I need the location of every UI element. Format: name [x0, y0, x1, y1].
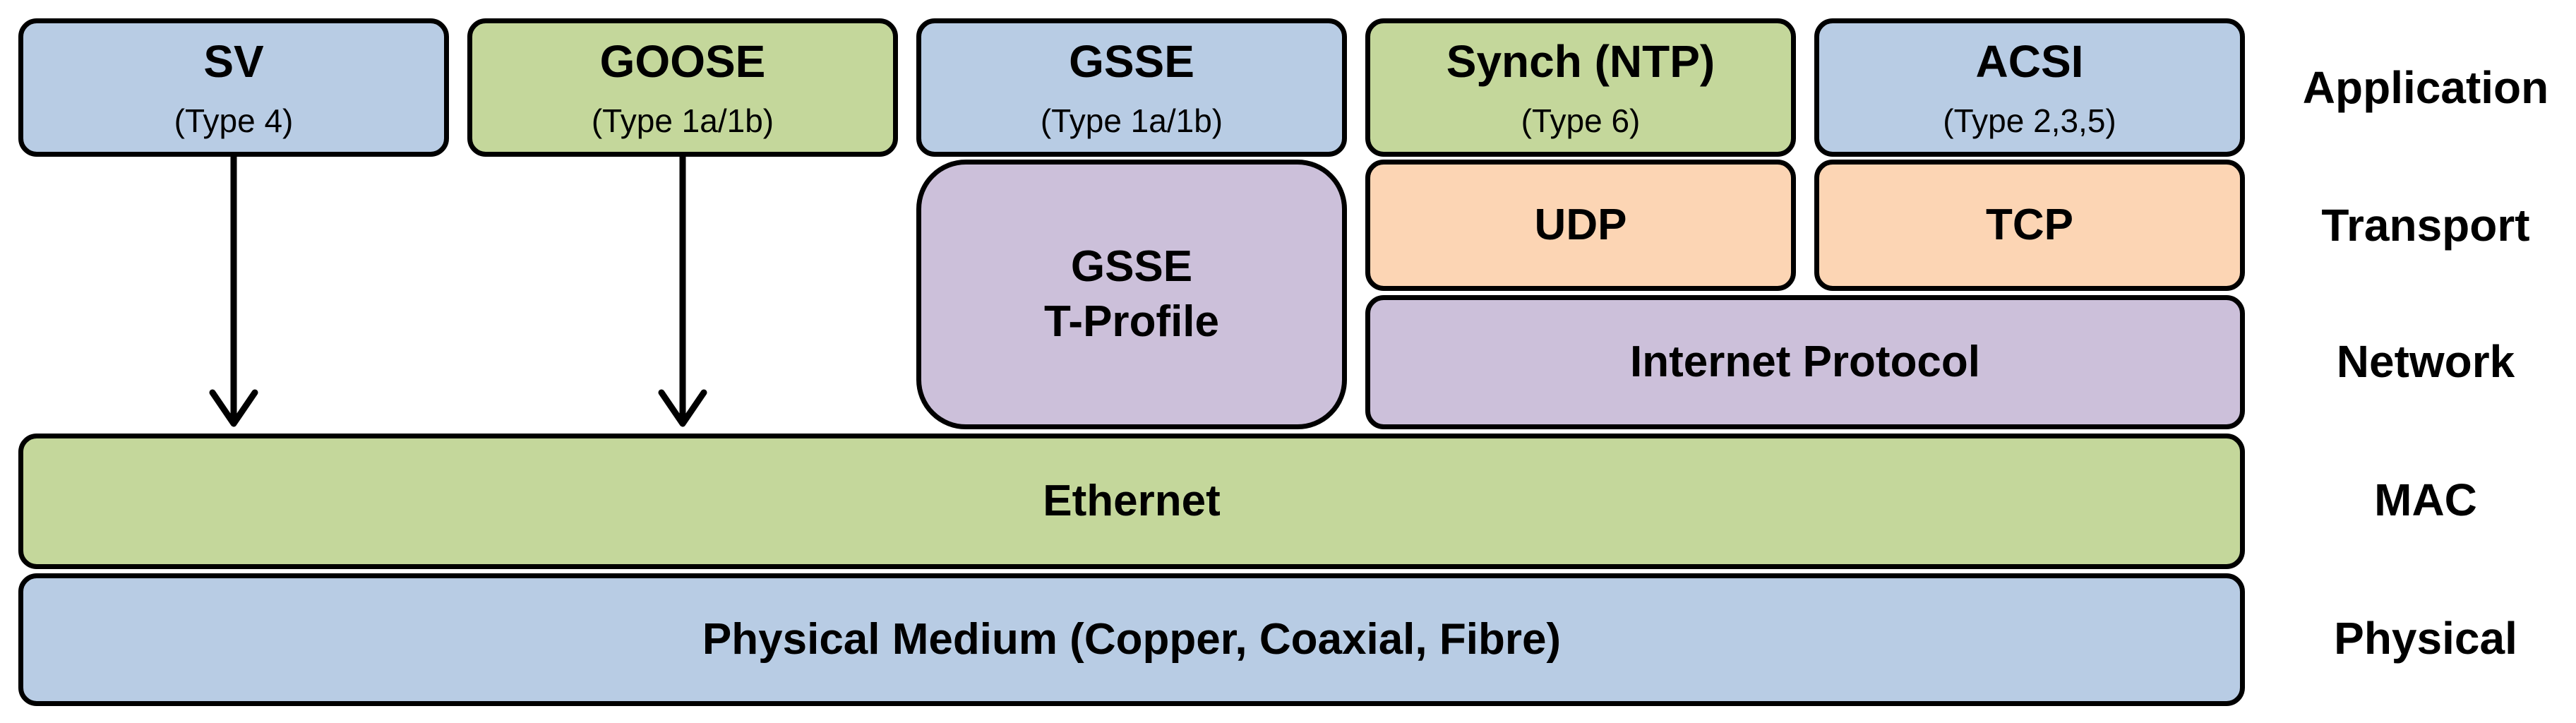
layer-label-mac: MAC: [2374, 474, 2477, 525]
synch-ntp-subtitle: (Type 6): [1521, 102, 1641, 139]
ethernet-box: Ethernet: [18, 434, 2245, 569]
sv-title: SV: [203, 36, 264, 87]
gsse-t-profile-line2: T-Profile: [1043, 297, 1220, 346]
gsse-subtitle: (Type 1a/1b): [1040, 102, 1223, 139]
ethernet-label: Ethernet: [1043, 477, 1221, 525]
goose-to-ethernet-arrow: [658, 153, 707, 427]
acsi-subtitle: (Type 2,3,5): [1943, 102, 2116, 139]
gsse-box: GSSE (Type 1a/1b): [916, 18, 1347, 157]
gsse-title: GSSE: [1069, 36, 1194, 87]
internet-protocol-box: Internet Protocol: [1365, 295, 2245, 429]
layer-label-network: Network: [2336, 336, 2515, 387]
udp-label: UDP: [1534, 201, 1627, 249]
goose-box: GOOSE (Type 1a/1b): [467, 18, 898, 157]
layer-label-application: Application: [2302, 62, 2549, 113]
sv-to-ethernet-arrow: [209, 153, 258, 427]
layer-label-physical: Physical: [2334, 613, 2517, 664]
sv-box: SV (Type 4): [18, 18, 449, 157]
layer-label-transport: Transport: [2321, 200, 2530, 251]
gsse-t-profile-box: GSSE T-Profile: [916, 160, 1347, 429]
goose-title: GOOSE: [599, 36, 766, 87]
synch-ntp-title: Synch (NTP): [1446, 36, 1715, 87]
physical-medium-box: Physical Medium (Copper, Coaxial, Fibre): [18, 573, 2245, 706]
tcp-label: TCP: [1986, 201, 2073, 249]
gsse-t-profile-line1: GSSE: [1070, 242, 1193, 291]
goose-subtitle: (Type 1a/1b): [591, 102, 774, 139]
sv-subtitle: (Type 4): [174, 102, 294, 139]
physical-medium-label: Physical Medium (Copper, Coaxial, Fibre): [702, 615, 1562, 664]
acsi-title: ACSI: [1975, 36, 2084, 87]
tcp-box: TCP: [1814, 160, 2245, 291]
internet-protocol-label: Internet Protocol: [1629, 337, 1981, 386]
acsi-box: ACSI (Type 2,3,5): [1814, 18, 2245, 157]
udp-box: UDP: [1365, 160, 1796, 291]
synch-ntp-box: Synch (NTP) (Type 6): [1365, 18, 1796, 157]
